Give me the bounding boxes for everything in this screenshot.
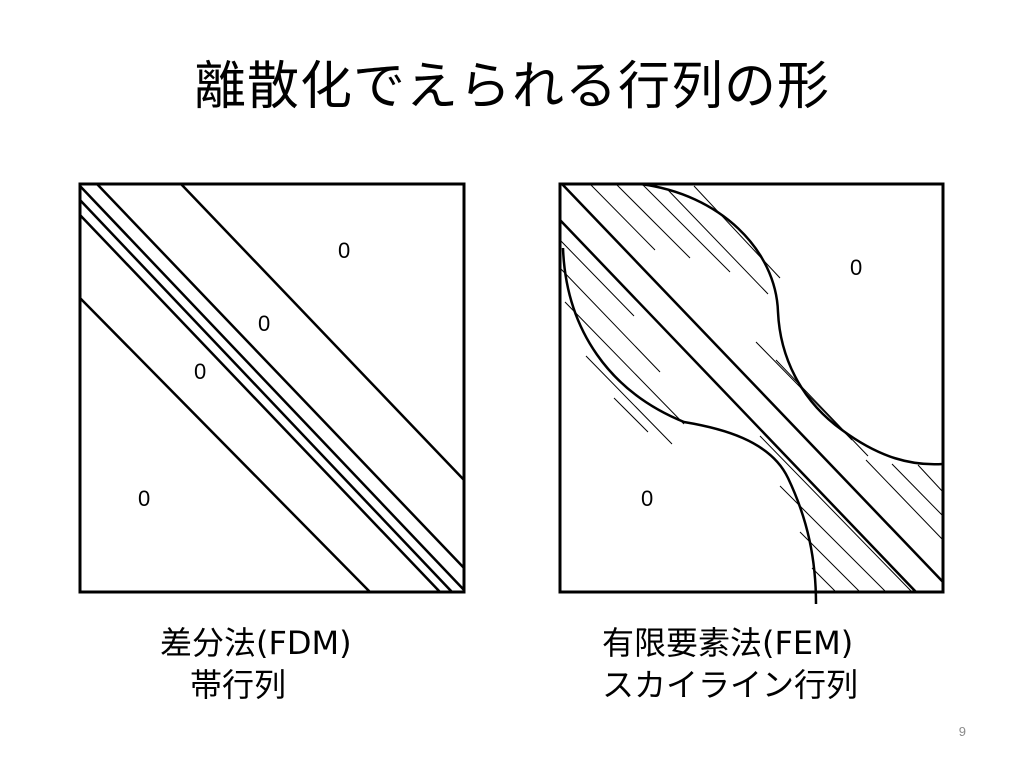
fem-caption-matrix-type: スカイライン行列 [602,666,859,704]
fem-diagonal-lower [559,219,917,593]
fem-hatched-region [560,184,943,592]
fdm-matrix-frame [78,182,466,594]
fem-matrix-frame [558,182,945,594]
slide-title: 離散化でえられる行列の形 [193,57,830,117]
fdm-caption-method: 差分法(FDM) [160,624,352,662]
fdm-zero-label: 0 [338,238,350,263]
fdm-band-outer-lower [79,297,371,593]
fdm-caption-matrix-type: 帯行列 [190,666,287,704]
page-number: 9 [958,724,966,739]
fem-caption-method: 有限要素法(FEM) [602,624,854,662]
fdm-banded-matrix: 0 0 0 0 [78,182,466,594]
fem-diagonal-upper [561,183,944,583]
fdm-caption: 差分法(FDM) 帯行列 [160,622,352,706]
fem-skyline-lower [561,247,818,605]
fdm-band-inner-lower [79,214,441,593]
fem-skyline-matrix: 0 0 [558,182,945,605]
fem-zero-label: 0 [641,486,653,511]
fem-zero-label: 0 [850,255,862,280]
fdm-diagonal-2 [79,185,465,591]
fdm-zero-label: 0 [194,359,206,384]
fdm-band-inner-upper [96,183,465,569]
fdm-band-outer-upper [180,183,465,481]
fdm-diagonal-1 [79,199,453,593]
fem-caption: 有限要素法(FEM) スカイライン行列 [602,622,858,706]
fdm-zero-label: 0 [258,311,270,336]
fem-skyline-upper [639,182,944,466]
fdm-zero-label: 0 [138,486,150,511]
